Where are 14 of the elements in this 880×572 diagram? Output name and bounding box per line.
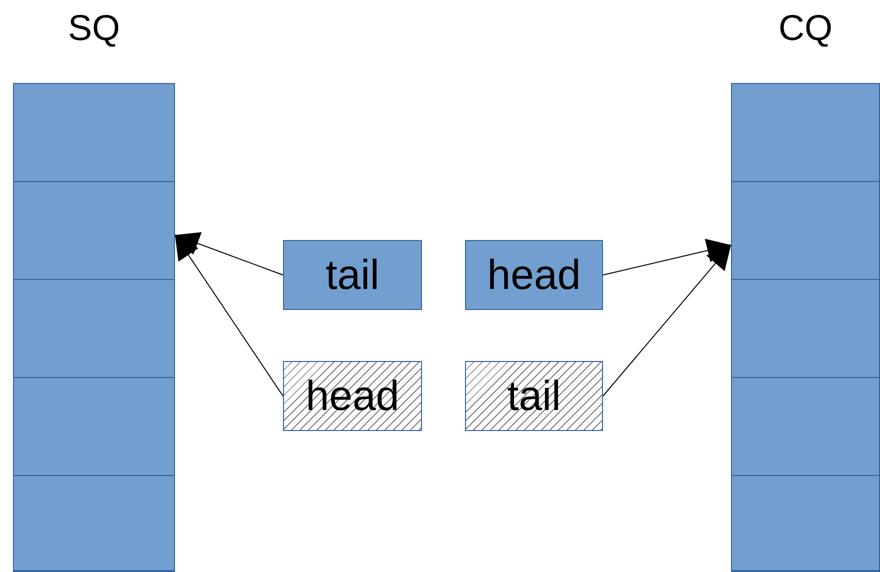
arrow	[174, 232, 284, 276]
pointer-box	[465, 240, 603, 310]
pointer-label: head	[487, 251, 581, 299]
pointer-label: tail	[326, 251, 380, 299]
hatched-pointer-box	[465, 361, 603, 431]
hatched-pointer-box	[283, 361, 422, 431]
pointer-label: tail	[507, 372, 561, 420]
pointer-label: head	[306, 372, 400, 420]
arrow	[602, 238, 732, 276]
arrow	[602, 244, 732, 396]
pointer-box	[283, 240, 422, 310]
arrow	[174, 234, 284, 396]
queue-heading: SQ	[66, 8, 121, 48]
queue-heading: CQ	[778, 8, 834, 48]
